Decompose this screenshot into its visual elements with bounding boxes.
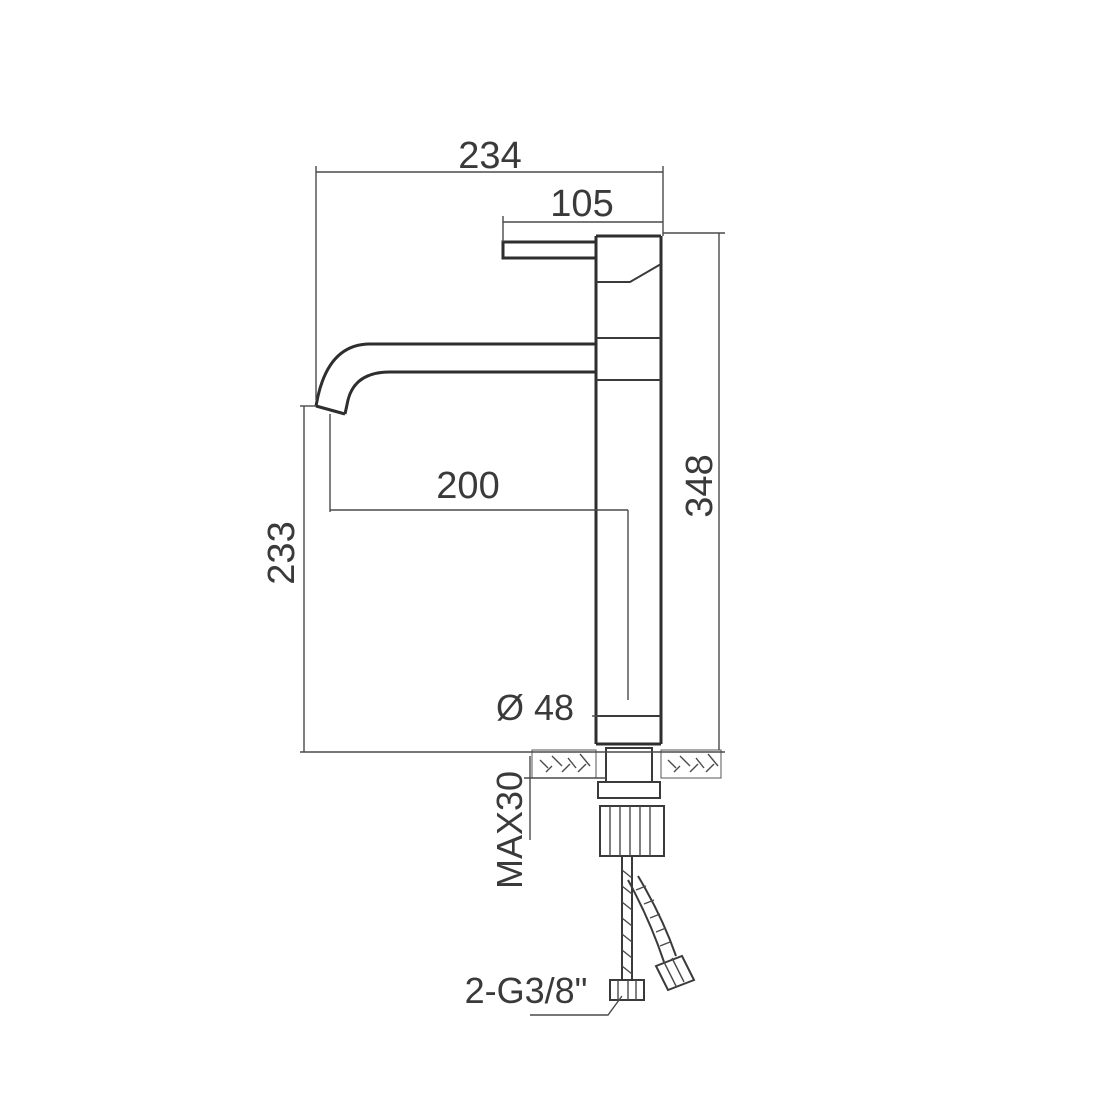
dimension-lines — [300, 166, 725, 1016]
handle-lever — [501, 240, 596, 260]
dim-connection: 2-G3/8" — [465, 970, 588, 1011]
faucet-body — [594, 234, 663, 746]
flex-hoses — [609, 856, 696, 1001]
dim-max-deck-thickness: MAX30 — [489, 771, 530, 889]
dim-overall-height: 348 — [679, 454, 721, 517]
dim-body-diameter: Ø 48 — [496, 687, 574, 728]
deck-mount — [531, 747, 722, 857]
dim-spout-reach: 200 — [436, 465, 499, 507]
dim-spout-height: 233 — [261, 521, 303, 584]
dim-overall-width: 234 — [458, 135, 521, 177]
dim-handle-length: 105 — [550, 183, 613, 225]
spout — [314, 342, 596, 416]
